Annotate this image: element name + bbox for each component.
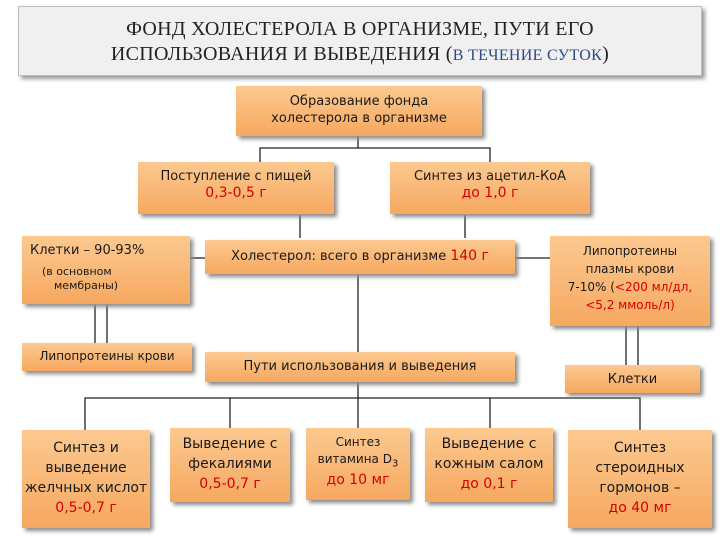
pool-line-2: холестерола в организме xyxy=(271,111,447,126)
blood-lp-label: Липопротеины крови xyxy=(39,349,175,363)
plasma-line-3: 7-10% (<200 мл/дл, xyxy=(567,280,693,294)
cells-right-label: Клетки xyxy=(607,372,658,387)
page-title: ФОНД ХОЛЕСТЕРОЛА В ОРГАНИЗМЕ, ПУТИ ЕГО И… xyxy=(18,6,702,76)
title-line-2: ИСПОЛЬЗОВАНИЯ И ВЫВЕДЕНИЯ (В ТЕЧЕНИЕ СУТ… xyxy=(110,43,610,65)
cells-label: Клетки – 90-93% xyxy=(30,243,145,258)
output-steroid-hormones: Синтез стероидных гормонов – до 40 мг xyxy=(568,430,712,528)
dietary-intake-box: Поступление с пищей 0,3-0,5 г xyxy=(138,162,334,214)
output-sebum-value: до 0,1 г xyxy=(460,476,518,492)
output-sebum: Выведение с кожным салом до 0,1 г xyxy=(425,428,553,502)
title-note: В ТЕЧЕНИЕ СУТОК xyxy=(452,47,603,64)
cells-note-1: (в основном xyxy=(42,265,112,278)
plasma-line-2: плазмы крови xyxy=(585,262,675,276)
cells-right-box: Клетки xyxy=(565,365,700,393)
total-cholesterol-box: Холестерол: всего в организме 140 г xyxy=(205,240,515,274)
connector-outputs-bar xyxy=(84,397,641,430)
total-label: Холестерол: всего в организме xyxy=(231,249,447,264)
synthesis-label: Синтез из ацетил-КоА xyxy=(413,169,567,184)
connector-top-branch xyxy=(259,147,491,165)
output-feces: Выведение с фекалиями 0,5-0,7 г xyxy=(170,428,290,502)
output-steroid-value: до 40 мг xyxy=(608,500,672,516)
total-value: 140 г xyxy=(450,248,489,264)
blood-lipoproteins-box: Липопротеины крови xyxy=(22,343,192,371)
synthesis-value: до 1,0 г xyxy=(461,185,519,201)
plasma-lipoproteins-box: Липопротеины плазмы крови 7-10% (<200 мл… xyxy=(550,236,710,326)
plasma-line-4: <5,2 ммоль/л) xyxy=(585,298,675,312)
pathways-box: Пути использования и выведения xyxy=(205,352,515,382)
cells-box: Клетки – 90-93% (в основном мембраны) xyxy=(22,236,190,304)
output-bile-acids: Синтез и выведение желчных кислот 0,5-0,… xyxy=(22,430,150,528)
plasma-line-1: Липопротеины xyxy=(582,244,678,258)
output-vitamin-value: до 10 мг xyxy=(326,472,390,489)
acetyl-coa-synthesis-box: Синтез из ацетил-КоА до 1,0 г xyxy=(390,162,590,214)
intake-value: 0,3-0,5 г xyxy=(205,185,267,201)
output-vitamin-d3: Синтез витамина D3 до 10 мг xyxy=(306,428,410,500)
cells-note-2: мембраны) xyxy=(54,279,119,292)
intake-label: Поступление с пищей xyxy=(160,169,312,184)
pathways-label: Пути использования и выведения xyxy=(243,359,477,374)
cholesterol-pool-box: Образование фонда холестерола в организм… xyxy=(236,86,482,136)
title-line-1: ФОНД ХОЛЕСТЕРОЛА В ОРГАНИЗМЕ, ПУТИ ЕГО xyxy=(126,18,594,40)
pool-line-1: Образование фонда xyxy=(289,94,429,109)
output-bile-value: 0,5-0,7 г xyxy=(55,500,117,516)
output-feces-value: 0,5-0,7 г xyxy=(199,476,261,492)
